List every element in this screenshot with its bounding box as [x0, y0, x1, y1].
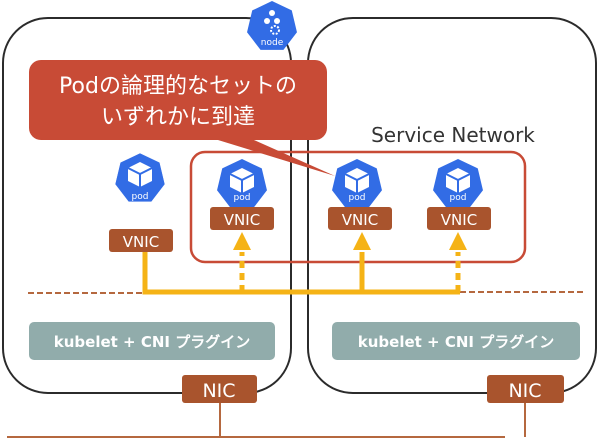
- pod-cube-icon: [344, 168, 370, 193]
- service-network-box: [189, 150, 527, 264]
- callout-line-1: Podの論理的なセットの: [59, 74, 297, 99]
- callout: Podの論理的なセットの いずれかに到達: [29, 60, 335, 176]
- node-box-1: [2, 17, 292, 394]
- pod-connection-path: [142, 246, 460, 295]
- vnic-label: VNIC: [342, 211, 378, 229]
- kubernetes-node-icon: node: [247, 1, 297, 50]
- pod-cube-icon: [445, 168, 471, 193]
- pod-label: pod: [132, 192, 149, 202]
- nic-label: NIC: [202, 380, 235, 402]
- node-box-2: [307, 17, 597, 394]
- nic-label: NIC: [508, 380, 541, 402]
- kubelet-cni-box-1: kubelet + CNI プラグイン: [29, 322, 275, 360]
- kubelet-cni-label: kubelet + CNI プラグイン: [54, 333, 250, 351]
- vnic-1: VNIC: [109, 229, 173, 252]
- pod-4: pod: [433, 159, 483, 208]
- pod-label: pod: [450, 193, 467, 203]
- pod-2: pod: [217, 159, 267, 208]
- vnic-label: VNIC: [441, 211, 477, 229]
- pod-label: pod: [234, 193, 251, 203]
- callout-pointer: [205, 136, 335, 176]
- kubelet-cni-box-2: kubelet + CNI プラグイン: [332, 322, 580, 360]
- vnic-2: VNIC: [210, 207, 274, 230]
- pod-label: pod: [349, 193, 366, 203]
- vnic-label: VNIC: [123, 233, 159, 251]
- vnic-4: VNIC: [427, 207, 491, 230]
- pod-3: pod: [332, 159, 382, 208]
- pod-1: pod: [114, 152, 166, 203]
- callout-line-2: いずれかに到達: [101, 105, 255, 130]
- arrow-head-pod4: [449, 232, 467, 250]
- arrow-head-pod2: [233, 232, 251, 250]
- vnic-3: VNIC: [328, 207, 392, 230]
- vnic-label: VNIC: [224, 211, 260, 229]
- nic-1: NIC: [182, 375, 257, 403]
- arrow-head-pod3: [353, 232, 371, 250]
- pod-cube-icon: [127, 162, 153, 187]
- service-network-label: Service Network: [371, 123, 535, 147]
- pod-cube-icon: [229, 168, 255, 193]
- node-icon-label: node: [261, 38, 284, 48]
- nic-2: NIC: [487, 375, 564, 403]
- kubelet-cni-label: kubelet + CNI プラグイン: [358, 333, 554, 351]
